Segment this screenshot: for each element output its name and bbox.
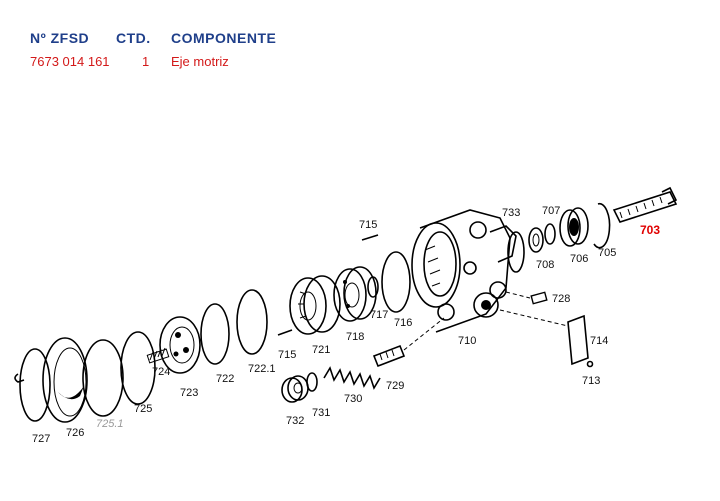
part-729-valve[interactable] [372, 317, 445, 368]
part-717-ring[interactable] [367, 276, 379, 298]
part-component: Eje motriz [171, 54, 229, 69]
label-723: 723 [180, 387, 198, 399]
header-qty-column: CTD. [116, 30, 151, 46]
label-713: 713 [582, 375, 600, 387]
label-721: 721 [312, 344, 330, 356]
label-731: 731 [312, 407, 330, 419]
part-722-1-ring[interactable] [236, 289, 268, 355]
part-732-plug[interactable] [281, 375, 309, 403]
part-725-ring[interactable] [120, 331, 156, 405]
label-715-upper: 715 [359, 219, 377, 231]
label-714: 714 [590, 335, 608, 347]
label-716: 716 [394, 317, 412, 329]
part-706-bearing[interactable] [559, 207, 589, 247]
label-706: 706 [570, 253, 588, 265]
part-725-1-ring[interactable] [82, 339, 124, 417]
part-730-spring[interactable] [323, 366, 381, 390]
part-703-drive-shaft[interactable] [612, 186, 678, 223]
label-710: 710 [458, 335, 476, 347]
part-705-snap-ring[interactable] [593, 202, 611, 249]
part-721-rotor[interactable] [289, 275, 341, 335]
header-ref-column: Nº ZFSD [30, 30, 90, 46]
label-707: 707 [542, 205, 560, 217]
label-708: 708 [536, 259, 554, 271]
label-728: 728 [552, 293, 570, 305]
part-722-ring[interactable] [200, 303, 230, 365]
part-733-ring[interactable] [507, 231, 525, 273]
part-727-clamp[interactable] [14, 348, 51, 422]
label-703: 703 [640, 223, 660, 237]
part-number: 7673 014 161 [30, 54, 110, 69]
label-725: 725 [134, 403, 152, 415]
label-732: 732 [286, 415, 304, 427]
part-710-housing[interactable] [411, 209, 517, 333]
part-quantity: 1 [142, 54, 150, 69]
part-716-ring[interactable] [381, 251, 411, 313]
label-705: 705 [598, 247, 616, 259]
part-707-ring[interactable] [544, 223, 556, 245]
label-726: 726 [66, 427, 84, 439]
part-726-cover[interactable] [42, 337, 88, 423]
label-722: 722 [216, 373, 234, 385]
part-728-plug[interactable] [505, 291, 548, 305]
label-715-lower: 715 [278, 349, 296, 361]
part-718-cam-ring[interactable] [333, 266, 377, 322]
part-715-pin-lower[interactable] [277, 329, 293, 336]
label-725-1: 725.1 [96, 418, 124, 430]
label-722-1: 722.1 [248, 363, 276, 375]
label-729: 729 [386, 380, 404, 392]
label-733: 733 [502, 207, 520, 219]
label-727: 727 [32, 433, 50, 445]
label-724: 724 [152, 366, 170, 378]
part-713-screw[interactable] [586, 360, 594, 368]
part-715-pin-upper[interactable] [361, 234, 379, 241]
part-714-plate[interactable] [499, 309, 589, 366]
part-708-seal[interactable] [528, 227, 544, 253]
label-730: 730 [344, 393, 362, 405]
part-723-plate[interactable] [159, 316, 201, 374]
label-717: 717 [370, 309, 388, 321]
label-718: 718 [346, 331, 364, 343]
header-component-column: COMPONENTE [171, 30, 277, 46]
part-724-spring[interactable] [146, 347, 170, 364]
